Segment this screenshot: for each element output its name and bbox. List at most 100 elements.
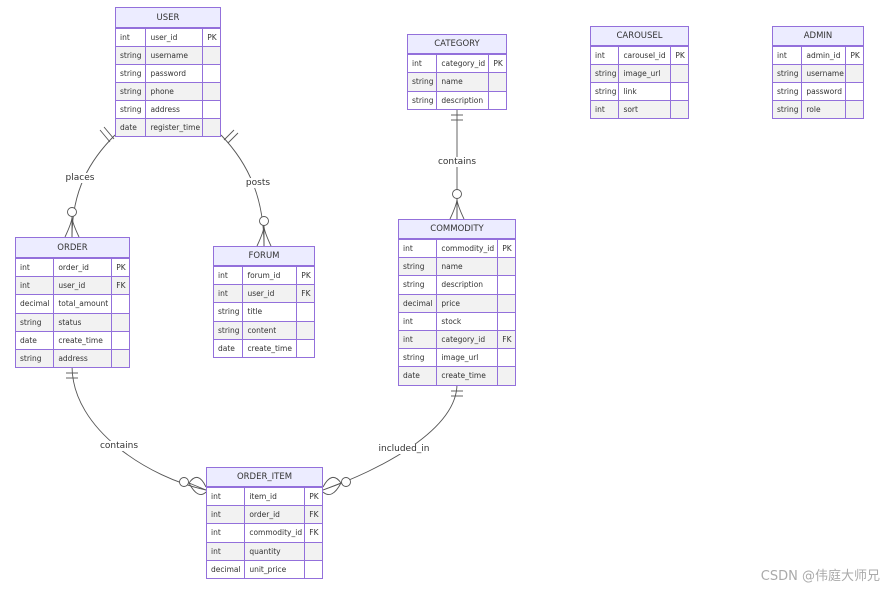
attr-name: order_id: [53, 259, 111, 277]
attr-name: create_time: [436, 367, 497, 385]
attr-type: string: [120, 105, 142, 114]
attribute-row: string address: [16, 348, 129, 368]
attr-type: int: [211, 546, 221, 556]
rel-label-order-contains: contains: [99, 441, 139, 451]
rel-commodity-orderitem: [322, 383, 458, 491]
attr-type: string: [403, 280, 425, 290]
attr-key: [845, 65, 863, 82]
crow-foot-markers: [64, 114, 465, 495]
attr-name: category_id: [436, 330, 497, 349]
attr-type: decimal: [403, 298, 433, 308]
attr-name: name: [436, 258, 497, 276]
attr-name: user_id: [145, 29, 202, 46]
attr-key: [497, 367, 515, 385]
entity-title: ORDER: [16, 238, 129, 258]
attr-key: [670, 83, 688, 100]
attr-type: int: [20, 281, 30, 291]
rel-order-orderitem: [71, 365, 207, 491]
attr-name: image_url: [436, 349, 497, 367]
attr-type: string: [120, 87, 142, 96]
attr-name: password: [145, 65, 202, 82]
attr-type: string: [218, 325, 240, 335]
attr-key: PK: [111, 259, 129, 277]
attr-name: role: [801, 101, 845, 118]
attr-key: [202, 65, 220, 82]
entity-title: FORUM: [214, 247, 314, 266]
attr-key: PK: [488, 55, 506, 73]
attr-name: address: [53, 349, 111, 368]
attr-type: decimal: [20, 299, 50, 309]
attr-name: commodity_id: [244, 524, 304, 542]
attribute-row: string status: [16, 312, 129, 331]
attr-type: decimal: [211, 564, 241, 574]
attr-name: order_id: [244, 506, 304, 524]
attr-type: int: [777, 51, 787, 60]
attr-name: name: [436, 73, 488, 91]
rel-label-category-contains: contains: [437, 157, 477, 167]
attr-type: int: [595, 105, 605, 114]
attr-type: date: [218, 343, 235, 353]
attr-name: item_id: [244, 488, 304, 506]
attr-key: [111, 313, 129, 331]
attr-type: string: [777, 87, 799, 96]
entity-title: COMMODITY: [399, 220, 515, 239]
attr-name: phone: [145, 83, 202, 100]
attr-key: FK: [304, 524, 322, 542]
attr-type: date: [403, 371, 420, 381]
attr-name: status: [53, 313, 111, 331]
entity-title: CATEGORY: [408, 35, 506, 54]
watermark: CSDN @伟庭大师兄: [760, 569, 880, 584]
attr-key: FK: [304, 506, 322, 524]
attr-type: date: [120, 123, 137, 132]
attr-type: int: [595, 51, 605, 60]
attr-type: string: [20, 317, 42, 327]
attr-type: int: [403, 244, 413, 254]
attr-name: user_id: [242, 285, 296, 303]
attr-name: forum_id: [242, 267, 296, 285]
attr-name: title: [242, 303, 296, 321]
attr-type: int: [218, 271, 228, 281]
attr-type: int: [211, 510, 221, 520]
attr-type: int: [403, 316, 413, 326]
attr-key: [296, 303, 314, 321]
attr-type: int: [120, 33, 130, 42]
attr-type: string: [20, 354, 42, 364]
rel-user-order: [71, 134, 116, 238]
entity-title: CAROUSEL: [591, 27, 688, 46]
attr-name: stock: [436, 312, 497, 330]
attr-type: int: [211, 528, 221, 538]
attr-name: category_id: [436, 55, 488, 73]
attr-key: [497, 258, 515, 276]
attr-type: int: [218, 289, 228, 299]
attr-key: [202, 47, 220, 64]
attr-key: FK: [296, 285, 314, 303]
attr-name: total_amount: [53, 295, 111, 313]
